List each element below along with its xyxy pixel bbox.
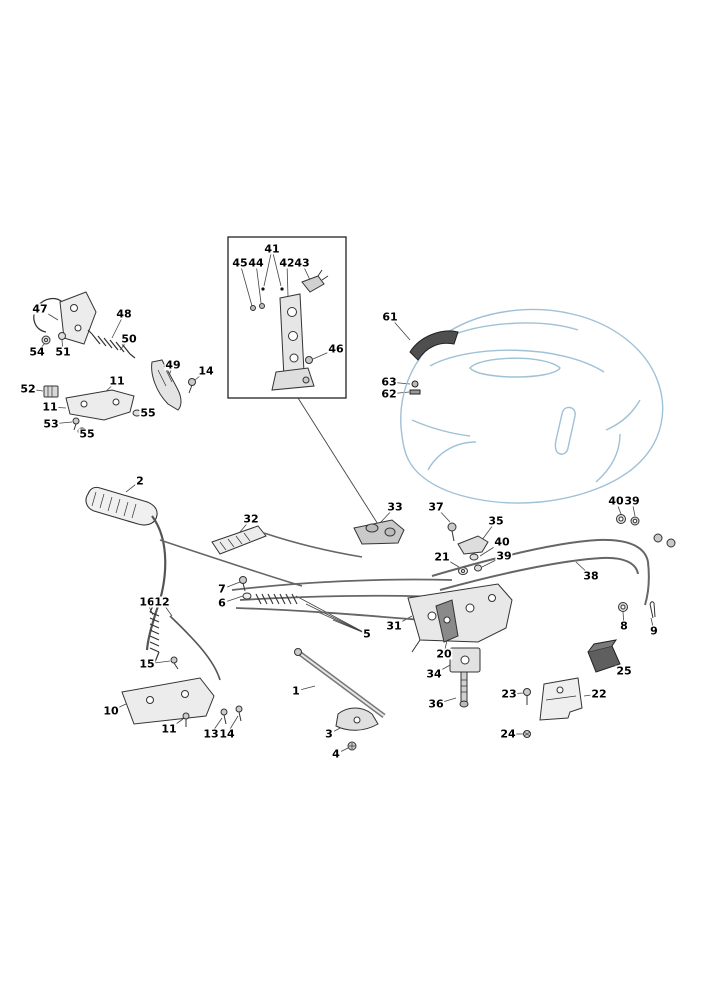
block-25 [587, 639, 621, 673]
center-bracket-31 [407, 583, 513, 653]
bracket-33 [353, 519, 405, 545]
lever-49 [151, 359, 182, 411]
trim-handle-part-61 [409, 330, 459, 395]
washers-54-51 [41, 332, 66, 345]
rod-12 [169, 615, 221, 681]
washer-8-pin-9 [618, 601, 656, 619]
bracket-10 [121, 656, 243, 727]
bolt-14-upper [188, 378, 196, 394]
bolt-37 [447, 522, 457, 542]
bolt-23-nut-24 [523, 688, 531, 738]
flat-bar-32 [211, 525, 363, 558]
detail-inset-box [227, 236, 389, 541]
spring-48-50 [87, 329, 136, 359]
block-34-bolt-36 [449, 647, 481, 708]
bracket-11-upper [65, 389, 142, 435]
cross-rod-1 [294, 648, 386, 719]
bracket-35 [457, 535, 489, 555]
bolt-7-washer-6 [239, 576, 252, 600]
spring-16 [149, 603, 160, 663]
clip-52 [43, 385, 59, 398]
inset-bracket-assembly [250, 269, 329, 391]
bracket-22 [539, 677, 583, 721]
hook-bracket-47 [33, 291, 97, 345]
right-washers-40-39 [616, 514, 676, 548]
brake-pedal-2 [85, 486, 303, 651]
bracket-3-bolt-4 [335, 707, 379, 751]
